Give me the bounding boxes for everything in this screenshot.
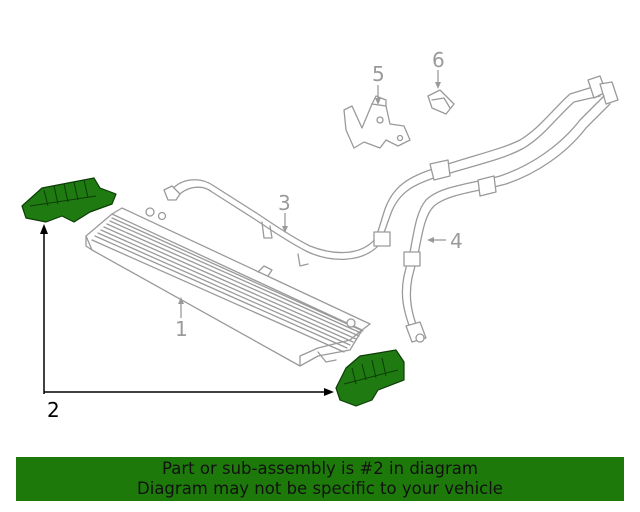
bracket-part-5 — [343, 95, 411, 149]
callout-leaders — [40, 70, 446, 396]
callout-number-6: 6 — [432, 48, 445, 72]
callout-number-5: 5 — [372, 62, 385, 86]
diagram-notice-banner: Part or sub-assembly is #2 in diagram Di… — [16, 457, 624, 501]
banner-line-vehicle-notice: Diagram may not be specific to your vehi… — [137, 479, 503, 498]
highlighted-bracket-part-2-left — [21, 177, 117, 223]
oil-cooler-part-1 — [85, 207, 371, 367]
callout-number-3: 3 — [278, 191, 291, 215]
cooler-line-part-4 — [401, 95, 611, 343]
callout-number-1: 1 — [175, 317, 188, 341]
clip-part-6 — [427, 89, 455, 115]
highlighted-bracket-part-2-right — [335, 349, 405, 407]
cooler-line-part-3 — [163, 75, 619, 267]
banner-line-part-notice: Part or sub-assembly is #2 in diagram — [162, 459, 478, 478]
callout-number-4: 4 — [450, 229, 463, 253]
callout-number-2: 2 — [47, 398, 60, 422]
